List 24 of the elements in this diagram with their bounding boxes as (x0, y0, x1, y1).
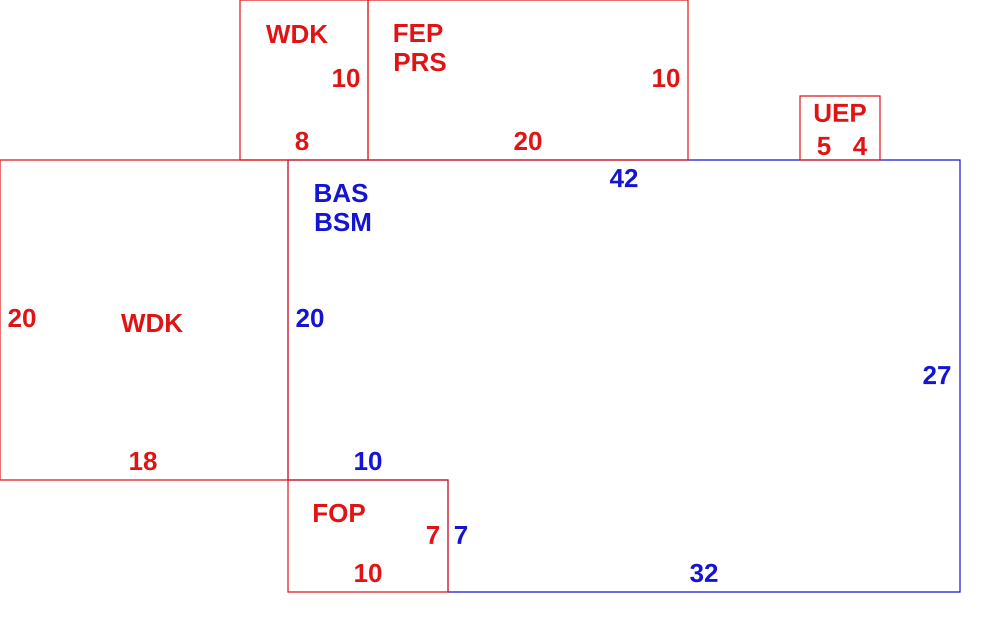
room-label: WDK (266, 25, 328, 43)
room-label: UEP (814, 104, 866, 122)
room-label: WDK (121, 314, 183, 332)
dimension-label: 7 (454, 526, 468, 544)
dimension-label: 42 (610, 168, 638, 188)
room-label: BSM (316, 212, 370, 232)
room-label: FOP (314, 504, 365, 522)
dimension-label: 32 (690, 564, 718, 582)
dimension-label: 18 (130, 452, 157, 470)
dimension-label: 27 (923, 366, 950, 384)
dimension-label: 10 (333, 68, 360, 88)
dimension-label: 4 (853, 137, 868, 155)
dimension-label: 10 (355, 452, 382, 470)
dimension-label: 20 (8, 308, 36, 328)
dimension-label: 7 (426, 526, 440, 544)
dimension-label: 10 (355, 564, 382, 582)
dimension-label: 10 (653, 68, 680, 88)
room-label: BAS (315, 184, 368, 202)
dimension-label: 20 (514, 132, 542, 150)
dimension-label: 20 (296, 308, 324, 328)
dimension-label: 5 (818, 136, 830, 156)
room-label: PRS (395, 52, 446, 72)
dimension-label: 8 (296, 132, 308, 150)
room-label: FEP (394, 24, 442, 42)
